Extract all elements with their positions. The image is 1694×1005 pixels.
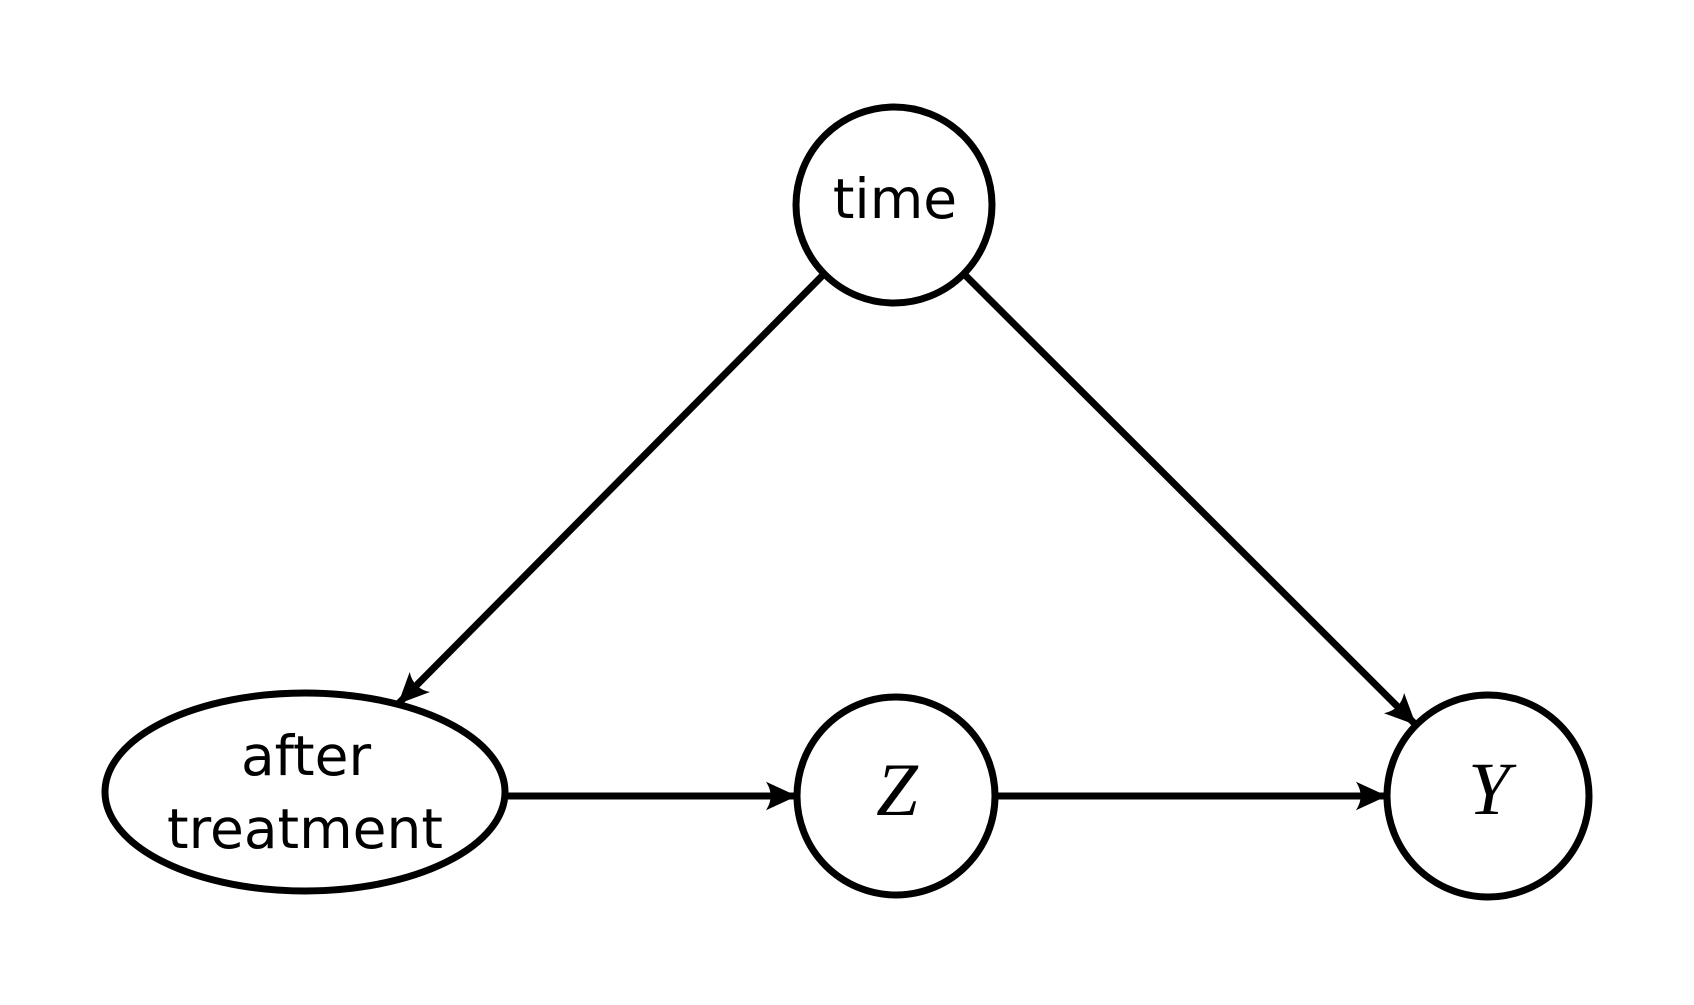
node-z-shape <box>793 693 999 899</box>
node-after-treatment: after treatment <box>101 689 509 895</box>
node-z-label: Z <box>876 749 919 832</box>
node-after-treatment-shape <box>101 689 509 895</box>
edge-time-to-y <box>961 271 1419 728</box>
edges <box>395 271 1419 811</box>
node-y: Y <box>1383 691 1593 901</box>
node-time: time <box>792 103 996 307</box>
node-y-label: Y <box>1468 748 1517 831</box>
node-after-treatment-label-line1: after <box>241 724 372 788</box>
node-after-treatment-label-line2: treatment <box>167 797 443 861</box>
edge-time-to-after-treatment <box>395 271 827 707</box>
node-z: Z <box>793 693 999 899</box>
node-time-label: time <box>833 167 957 231</box>
node-y-shape <box>1383 691 1593 901</box>
node-time-shape <box>792 103 996 307</box>
